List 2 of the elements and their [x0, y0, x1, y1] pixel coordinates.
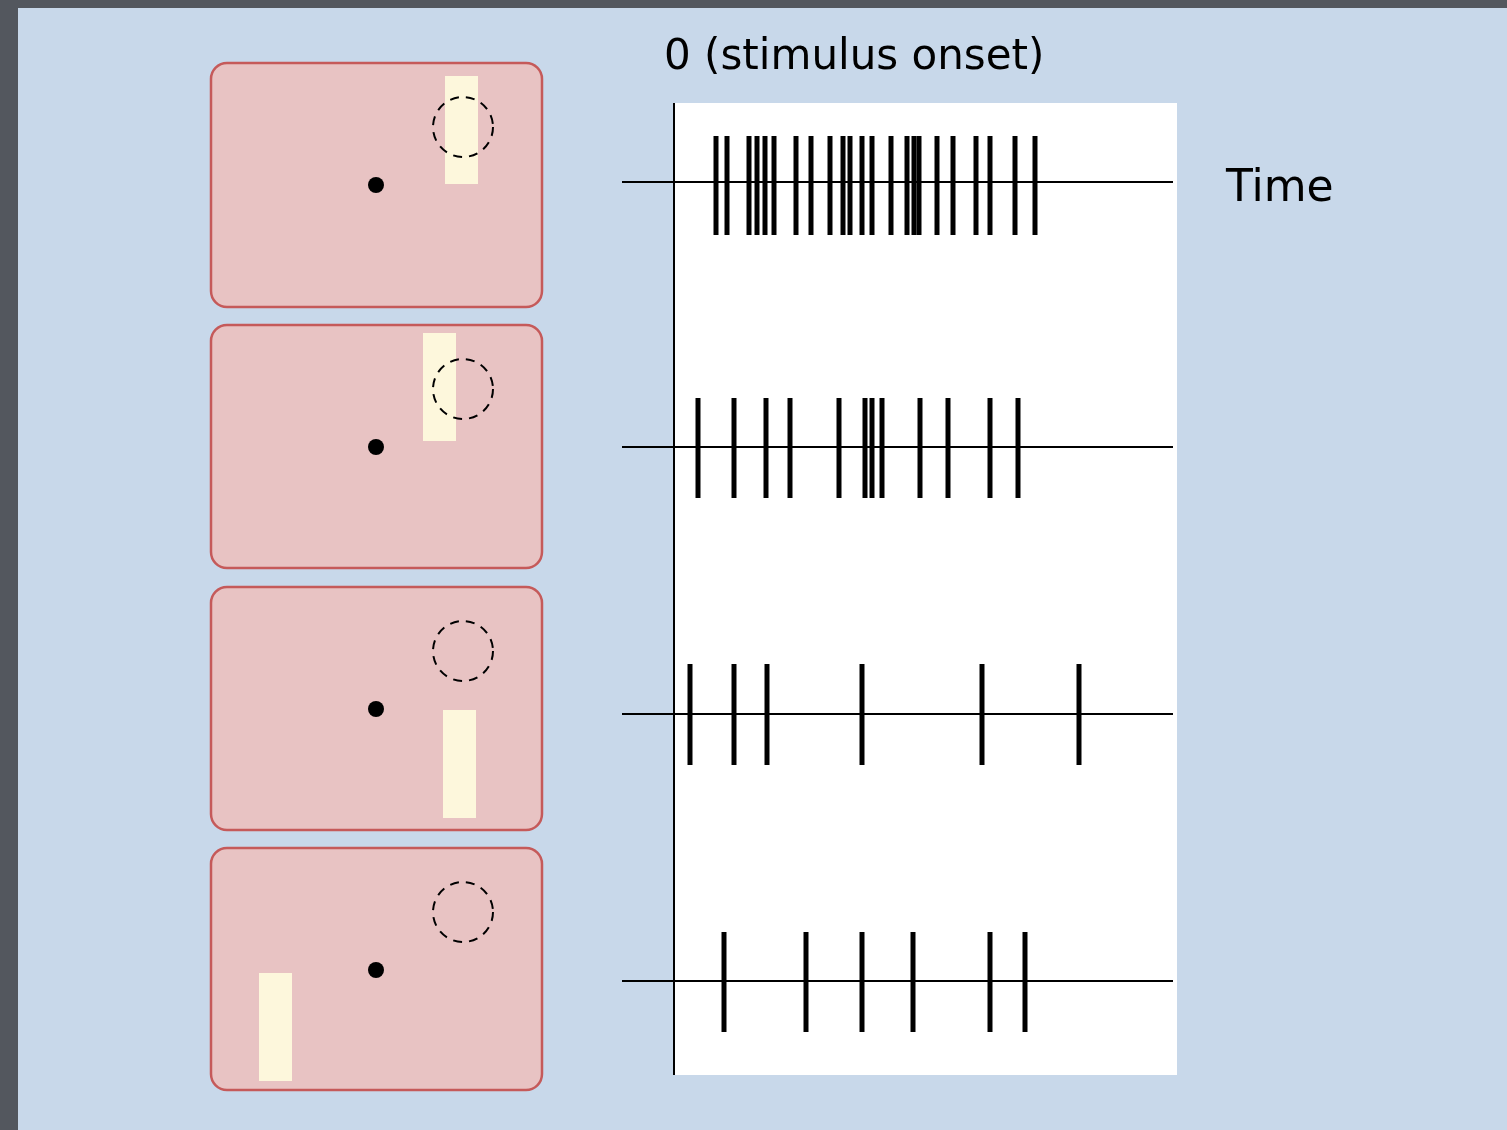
axis-label: 0 (stimulus onset): [664, 34, 1045, 76]
axis-label: Time: [1226, 164, 1334, 208]
